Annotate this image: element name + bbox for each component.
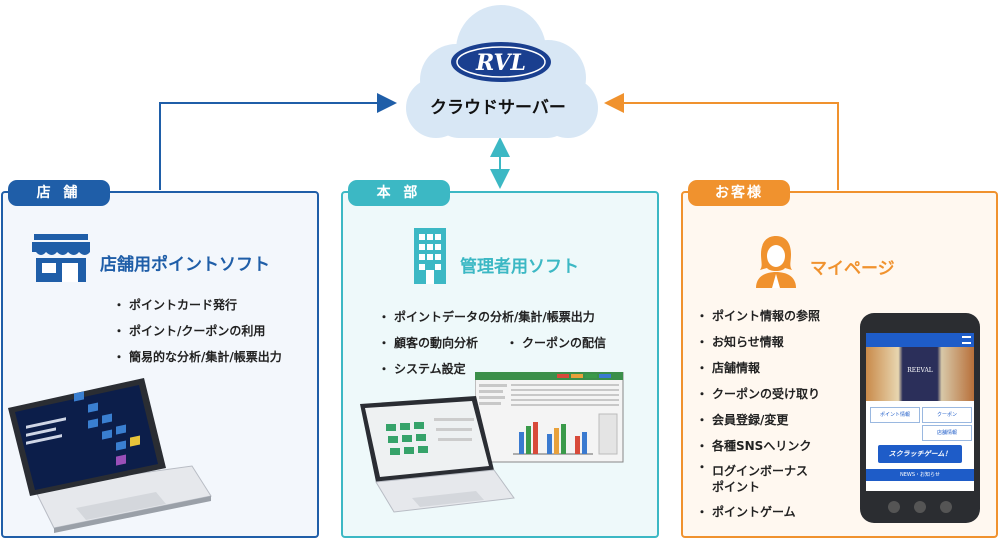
customer-feature: 店舗情報 [696,355,820,381]
rvl-logo [451,42,551,82]
rvl-logo-text: RVL [475,50,526,76]
hq-feature: 顧客の動向分析 [378,330,595,356]
store-feature: ポイントカード発行 [113,292,282,318]
cloud-shape: RVL [406,5,598,138]
customer-feature: ポイント情報の参照 [696,303,820,329]
customer-feature: ログインボーナス ポイント [696,459,820,499]
hq-feature: クーポンの配信 [506,330,606,356]
hq-feature-list: ポイントデータの分析/集計/帳票出力 顧客の動向分析 システム設定 [378,304,595,382]
customer-feature: ポイントゲーム [696,499,820,525]
store-title: 店舗用ポイントソフト [100,255,270,275]
hq-monitor-illustration [475,372,624,463]
store-laptop-illustration [8,378,212,533]
cloud-label: クラウドサーバー [430,98,566,118]
hq-feature: システム設定 [378,356,595,382]
phone-brand: REEVAL [907,367,933,374]
store-tag: 店 舗 [8,180,110,206]
menu-icon [962,336,971,344]
phone-home-button [914,501,926,513]
store-feature: ポイント/クーポンの利用 [113,318,282,344]
scratch-game-banner: スクラッチゲーム！ [878,445,962,463]
hq-title: 管理者用ソフト [460,257,579,277]
store-to-cloud-arrow [159,93,397,190]
phone-menu-store: 店舗情報 [922,425,972,441]
building-icon [414,228,446,284]
phone-header [866,333,974,347]
customer-feature: 会員登録/変更 [696,407,820,433]
phone-news-bar: NEWS・お知らせ [866,469,974,481]
phone-back-button [888,501,900,513]
customer-feature: 各種SNSへリンク [696,433,820,459]
hq-tag: 本 部 [348,180,450,206]
customer-feature: お知らせ情報 [696,329,820,355]
phone-screen: REEVAL ポイント情報 クーポン 店舗情報 スクラッチゲーム！ NEWS・お… [866,333,974,491]
hq-feature-list-right: クーポンの配信 [506,330,606,356]
phone-menu-button [940,501,952,513]
user-icon [756,236,796,288]
customer-title: マイページ [810,259,895,279]
phone-menu-points: ポイント情報 [870,407,920,423]
hq-laptop-illustration [360,396,515,513]
hero-image [866,347,974,401]
store-feature: 簡易的な分析/集計/帳票出力 [113,344,282,370]
customer-to-cloud-arrow [604,93,839,190]
customer-tag: お客様 [688,180,790,206]
hq-feature: ポイントデータの分析/集計/帳票出力 [378,304,595,330]
customer-feature: クーポンの受け取り [696,381,820,407]
store-feature-list: ポイントカード発行 ポイント/クーポンの利用 簡易的な分析/集計/帳票出力 [113,292,282,370]
customer-feature-list: ポイント情報の参照 お知らせ情報 店舗情報 クーポンの受け取り 会員登録/変更 … [696,303,820,525]
store-icon [32,234,90,282]
smartphone-illustration: REEVAL ポイント情報 クーポン 店舗情報 スクラッチゲーム！ NEWS・お… [860,313,980,523]
phone-menu-coupon: クーポン [922,407,972,423]
